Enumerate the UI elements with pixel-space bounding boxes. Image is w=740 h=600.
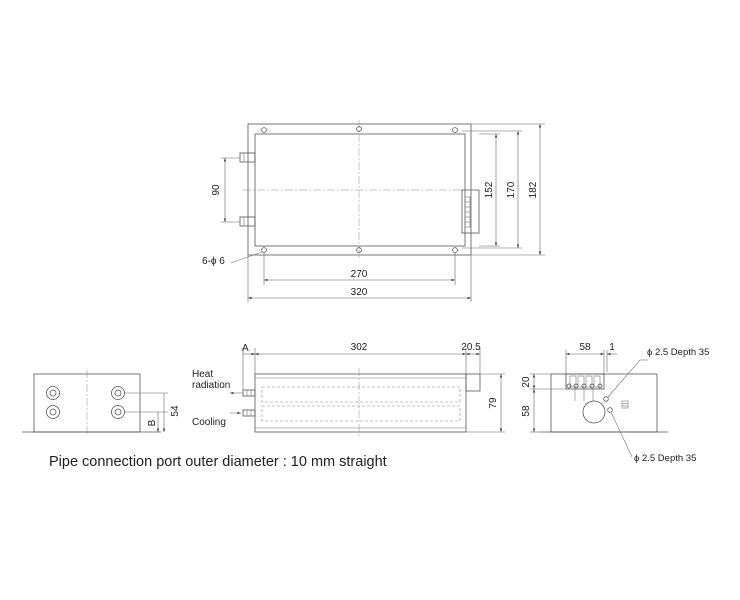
right-hole-lower xyxy=(607,407,613,413)
dim-b-label: B xyxy=(147,419,158,426)
hole-leader xyxy=(230,251,263,264)
terminal-block xyxy=(461,189,480,234)
right-label-plate xyxy=(621,400,629,409)
front-channel-upper xyxy=(261,386,461,403)
front-terminal-box xyxy=(465,373,481,392)
hole-label: 6-ϕ 6 xyxy=(202,256,225,267)
front-body-outline xyxy=(254,373,467,433)
dim-270-label: 270 xyxy=(351,269,368,280)
dim-58-side-label: 58 xyxy=(521,405,532,417)
left-port-bottom-right xyxy=(111,405,125,419)
terminal-screws xyxy=(566,383,603,389)
dim-152-label: 152 xyxy=(484,181,495,198)
dim-1-label: 1 xyxy=(609,342,615,353)
left-port-top-right xyxy=(111,386,125,400)
mounting-holes xyxy=(261,126,458,253)
dim-320-label: 320 xyxy=(351,287,368,298)
top-pipe-ports xyxy=(239,152,256,227)
pipe-note: Pipe connection port outer diameter : 10… xyxy=(49,454,387,470)
right-view: 58 1 20 58 ϕ 2.5 Depth 35 ϕ 2.5 Depth 35 xyxy=(521,342,709,464)
left-view: 54 B xyxy=(22,370,181,436)
hole-note-top: ϕ 2.5 Depth 35 xyxy=(647,347,709,358)
hole-note-bottom: ϕ 2.5 Depth 35 xyxy=(634,453,696,464)
left-port-bottom-left xyxy=(46,405,60,419)
dim-54-label: 54 xyxy=(170,405,181,417)
right-large-circle xyxy=(582,400,606,424)
dim-302-label: 302 xyxy=(351,342,368,353)
heat-pipe-fitting xyxy=(242,389,256,397)
hole-note-top-leader xyxy=(607,359,641,398)
dim-170-label: 170 xyxy=(506,181,517,198)
top-plate-outline xyxy=(247,123,472,256)
heat-label-line2: radiation xyxy=(192,380,230,391)
heat-label-line1: Heat xyxy=(192,369,213,380)
dim-182-label: 182 xyxy=(528,181,539,198)
hole-note-bottom-leader xyxy=(610,411,633,458)
cooling-pipe-fitting xyxy=(242,409,256,417)
dim-20-label: 20 xyxy=(521,376,532,388)
front-view: Heat radiation Cooling A 302 20.5 79 xyxy=(192,342,505,437)
dim-90-label: 90 xyxy=(211,184,222,196)
dim-a-label: A xyxy=(242,343,249,354)
dim-20-5-label: 20.5 xyxy=(461,342,481,353)
dim-79-label: 79 xyxy=(488,397,499,409)
front-channel-lower xyxy=(261,405,461,422)
left-port-top-left xyxy=(46,386,60,400)
right-hole-upper xyxy=(603,396,609,402)
right-terminal-block xyxy=(565,373,605,390)
top-view: 90 6-ϕ 6 152 170 182 270 320 xyxy=(202,120,545,302)
cooling-label: Cooling xyxy=(192,417,226,428)
dim-58-top-label: 58 xyxy=(579,342,591,353)
